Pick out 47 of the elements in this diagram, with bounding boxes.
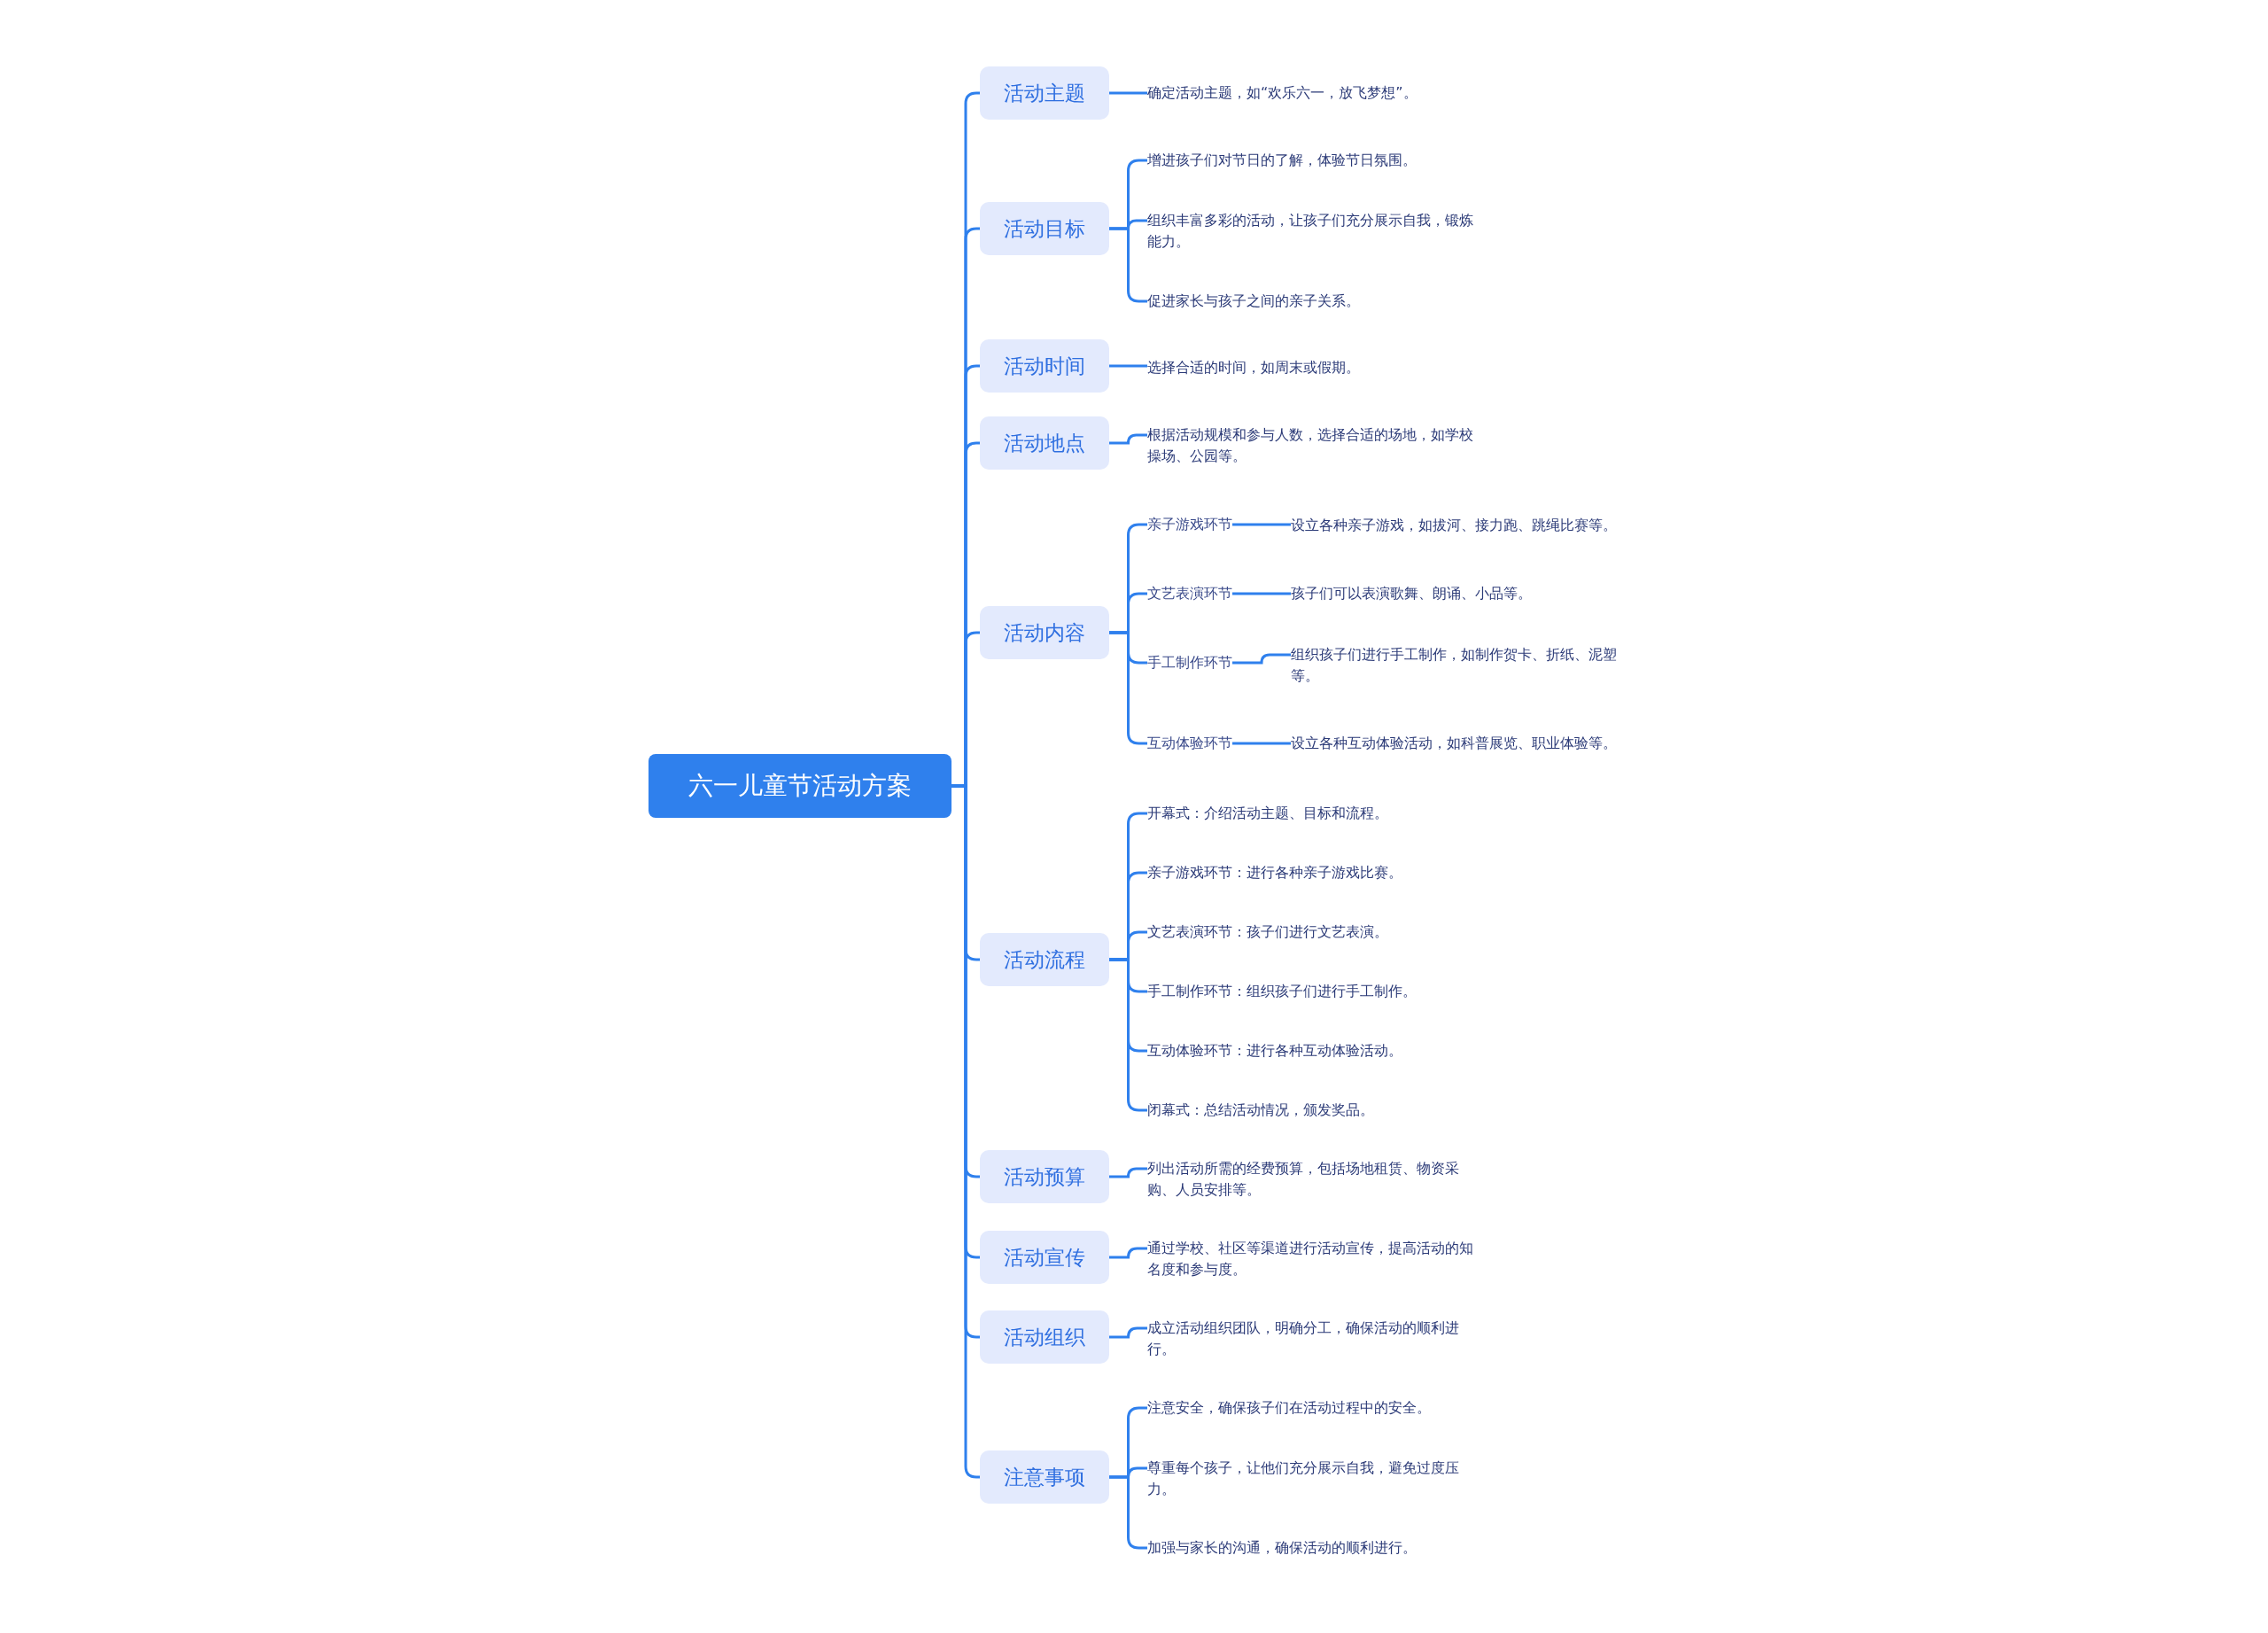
detail-text: 尊重每个孩子，让他们充分展示自我，避免过度压力。 (1147, 1458, 1475, 1500)
topic-box: 活动目标 (980, 202, 1109, 255)
detail-text: 通过学校、社区等渠道进行活动宣传，提高活动的知名度和参与度。 (1147, 1238, 1475, 1280)
topic-box: 活动预算 (980, 1150, 1109, 1203)
detail-text: 确定活动主题，如“欢乐六一，放飞梦想”。 (1147, 82, 1475, 104)
detail-text: 选择合适的时间，如周末或假期。 (1147, 357, 1475, 378)
subtopic-text: 手工制作环节 (1147, 652, 1232, 673)
connector-line (1232, 653, 1291, 665)
topic-box: 活动内容 (980, 606, 1109, 659)
topic-box: 注意事项 (980, 1450, 1109, 1504)
detail-text: 设立各种互动体验活动，如科普展览、职业体验等。 (1291, 733, 1619, 754)
detail-text: 孩子们可以表演歌舞、朗诵、小品等。 (1291, 583, 1619, 604)
connector-line (1109, 364, 1147, 368)
detail-text: 开幕式：介绍活动主题、目标和流程。 (1147, 803, 1475, 824)
topic-box: 活动地点 (980, 416, 1109, 470)
connector-line (1109, 433, 1147, 445)
topic-box: 活动时间 (980, 339, 1109, 393)
subtopic-text: 亲子游戏环节 (1147, 514, 1232, 535)
topic-box: 活动主题 (980, 66, 1109, 120)
connector-line (1232, 523, 1291, 526)
detail-text: 根据活动规模和参与人数，选择合适的场地，如学校操场、公园等。 (1147, 424, 1475, 467)
connector-line (1109, 1247, 1147, 1259)
detail-text: 手工制作环节：组织孩子们进行手工制作。 (1147, 981, 1475, 1002)
connector-line (1232, 592, 1291, 595)
detail-text: 列出活动所需的经费预算，包括场地租赁、物资采购、人员安排等。 (1147, 1158, 1475, 1201)
detail-text: 增进孩子们对节日的了解，体验节日氛围。 (1147, 150, 1475, 171)
detail-text: 组织丰富多彩的活动，让孩子们充分展示自我，锻炼能力。 (1147, 210, 1475, 253)
detail-text: 组织孩子们进行手工制作，如制作贺卡、折纸、泥塑等。 (1291, 644, 1619, 687)
detail-text: 闭幕式：总结活动情况，颁发奖品。 (1147, 1100, 1475, 1121)
subtopic-text: 互动体验环节 (1147, 733, 1232, 754)
topic-box: 活动宣传 (980, 1231, 1109, 1284)
detail-text: 互动体验环节：进行各种互动体验活动。 (1147, 1040, 1475, 1061)
connector-line (1232, 742, 1291, 745)
detail-text: 亲子游戏环节：进行各种亲子游戏比赛。 (1147, 862, 1475, 883)
root-box: 六一儿童节活动方案 (649, 754, 951, 818)
detail-text: 注意安全，确保孩子们在活动过程中的安全。 (1147, 1397, 1475, 1419)
detail-text: 文艺表演环节：孩子们进行文艺表演。 (1147, 921, 1475, 943)
detail-text: 促进家长与孩子之间的亲子关系。 (1147, 291, 1475, 312)
connector-line (1109, 91, 1147, 95)
topic-box: 活动组织 (980, 1310, 1109, 1364)
subtopic-text: 文艺表演环节 (1147, 583, 1232, 604)
connector-line (1109, 1167, 1147, 1178)
connector-line (1109, 1326, 1147, 1339)
topic-box: 活动流程 (980, 933, 1109, 986)
detail-text: 成立活动组织团队，明确分工，确保活动的顺利进行。 (1147, 1318, 1475, 1360)
detail-text: 加强与家长的沟通，确保活动的顺利进行。 (1147, 1537, 1475, 1559)
detail-text: 设立各种亲子游戏，如拔河、接力跑、跳绳比赛等。 (1291, 515, 1619, 536)
